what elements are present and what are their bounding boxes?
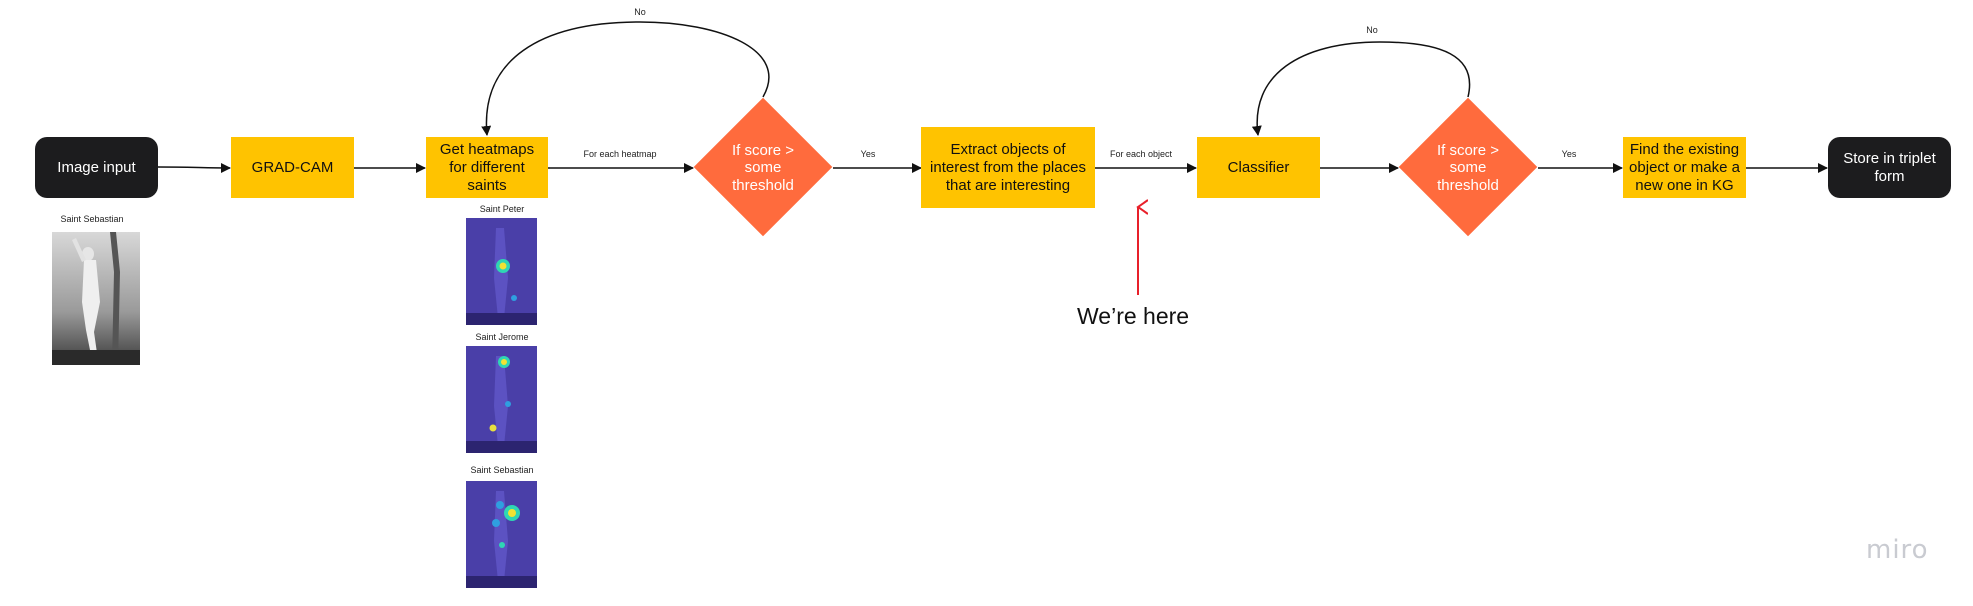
find-node[interactable]: Find the existing object or make a new o… <box>1623 137 1746 198</box>
input-image-caption: Saint Sebastian <box>60 214 124 224</box>
heatmap-image-peter <box>466 218 537 325</box>
miro-watermark: miro <box>1866 535 1929 565</box>
threshold1-label: If score > some threshold <box>731 142 795 194</box>
heatmap-image-jerome <box>466 346 537 453</box>
edge-input-to-gradcam <box>157 162 231 173</box>
edge-label-for-each-object: For each object <box>1109 149 1173 159</box>
store-node[interactable]: Store in triplet form <box>1828 137 1951 198</box>
edge-label-no1: No <box>634 7 646 17</box>
edge-label-yes1: Yes <box>860 149 876 159</box>
gradcam-node[interactable]: GRAD-CAM <box>231 137 354 198</box>
edge-label-yes2: Yes <box>1561 149 1577 159</box>
heatmaps-node[interactable]: Get heatmaps for different saints <box>426 137 548 198</box>
image-input-node[interactable]: Image input <box>35 137 158 198</box>
edge-label-for-each-heatmap: For each heatmap <box>583 149 657 159</box>
heatmap-caption-jerome: Saint Jerome <box>475 332 529 342</box>
heatmap-caption-peter: Saint Peter <box>479 204 525 214</box>
threshold2-label: If score > some threshold <box>1436 142 1500 194</box>
classifier-node[interactable]: Classifier <box>1197 137 1320 198</box>
edge-label-no2: No <box>1366 25 1378 35</box>
edge-threshold1-no-loop <box>481 21 770 136</box>
input-image <box>52 232 140 365</box>
extract-node[interactable]: Extract objects of interest from the pla… <box>921 127 1095 208</box>
heatmap-image-sebastian <box>466 481 537 588</box>
annotation-text: We’re here <box>1077 303 1190 329</box>
edge-threshold2-no-loop <box>1251 41 1471 136</box>
heatmap-caption-sebastian: Saint Sebastian <box>470 465 534 475</box>
